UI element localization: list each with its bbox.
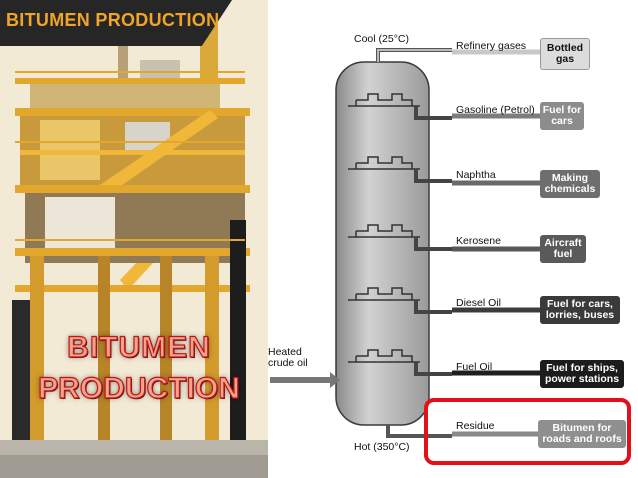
- fraction-label-gasoline: Gasoline (Petrol): [456, 104, 535, 116]
- use-box-fuel-cars-lorries-buses: Fuel for cars, lorries, buses: [540, 296, 620, 324]
- crude-oil-input-label: Heated crude oil: [268, 346, 308, 369]
- banner-title: BITUMEN PRODUCTION: [6, 10, 220, 30]
- fraction-label-refinery-gases: Refinery gases: [456, 40, 527, 52]
- fraction-connectors: [452, 49, 540, 437]
- use-box-bitumen: Bitumen for roads and roofs: [538, 420, 626, 448]
- outlet-pipes: [414, 106, 452, 376]
- use-box-fuel-for-cars: Fuel for cars: [540, 102, 584, 130]
- use-box-making-chemicals: Making chemicals: [540, 170, 600, 198]
- distillation-column: [335, 61, 430, 426]
- top-temperature-label: Cool (25°C): [354, 33, 409, 45]
- bottom-temperature-label: Hot (350°C): [354, 441, 410, 453]
- fraction-label-kerosene: Kerosene: [456, 235, 501, 247]
- overlay-title-line2: PRODUCTION: [38, 371, 241, 405]
- distillation-diagram: [270, 48, 540, 438]
- oil-platform-illustration: [0, 0, 268, 478]
- fraction-label-naphtha: Naphtha: [456, 169, 496, 181]
- use-box-bottled-gas: Bottled gas: [540, 38, 590, 70]
- use-box-fuel-ships-power-stations: Fuel for ships, power stations: [540, 360, 624, 388]
- fraction-label-diesel-oil: Diesel Oil: [456, 297, 501, 309]
- overlay-title-line1: BITUMEN: [67, 330, 211, 364]
- fraction-label-fuel-oil: Fuel Oil: [456, 361, 493, 373]
- use-box-aircraft-fuel: Aircraft fuel: [540, 235, 586, 263]
- fraction-label-residue: Residue: [456, 420, 495, 432]
- column-trays: [348, 93, 420, 363]
- platform-photo: BITUMEN PRODUCTION BITUMEN PRODUCTION: [0, 0, 268, 478]
- residue-highlight: [424, 398, 631, 465]
- title-banner: [0, 0, 232, 46]
